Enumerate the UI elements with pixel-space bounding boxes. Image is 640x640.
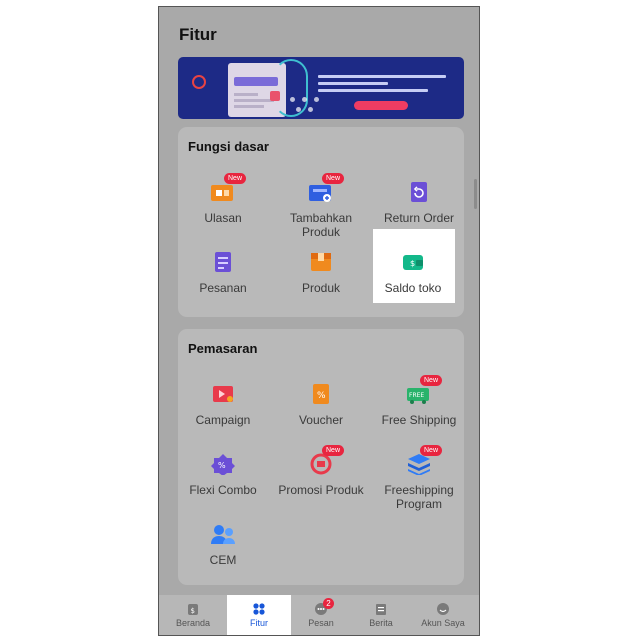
freeshipping-program-icon — [408, 454, 430, 475]
product-box-icon — [311, 253, 331, 271]
new-badge: New — [322, 173, 345, 184]
feature-label: Voucher — [298, 413, 344, 427]
feature-flexi-combo[interactable]: % Flexi Combo — [178, 453, 268, 497]
voucher-icon: % — [313, 384, 329, 404]
feature-saldo-toko[interactable]: $ Saldo toko — [368, 251, 458, 295]
feature-freeshipping-program[interactable]: New Freeshipping Program — [374, 445, 464, 511]
account-icon — [437, 603, 449, 615]
feature-campaign[interactable]: Campaign — [178, 383, 268, 427]
feature-label: Ulasan — [204, 211, 242, 225]
feature-label: Freeshipping Program — [384, 483, 454, 511]
feature-label: Campaign — [195, 413, 251, 427]
phone-screen: Fitur Fungsi dasar — [158, 6, 480, 636]
feature-tambahkan-produk[interactable]: New Tambahkan Produk — [276, 173, 366, 239]
feature-free-shipping[interactable]: FREE New Free Shipping — [374, 375, 464, 427]
free-shipping-icon: FREE — [407, 388, 429, 404]
grid-icon — [253, 603, 265, 615]
feature-ulasan[interactable]: New Ulasan — [178, 173, 268, 225]
banner-logo-icon — [192, 75, 206, 89]
section-title: Pemasaran — [188, 341, 258, 356]
feature-label: Pesanan — [199, 281, 247, 295]
page-title: Fitur — [179, 25, 217, 44]
wallet-icon: $ — [403, 255, 423, 270]
feature-label: Produk — [301, 281, 341, 295]
feature-produk[interactable]: Produk — [276, 251, 366, 295]
nav-beranda[interactable]: $ Beranda — [161, 595, 225, 635]
new-badge: New — [420, 375, 443, 386]
svg-text:$: $ — [410, 259, 415, 268]
nav-label: Beranda — [175, 618, 211, 628]
orders-icon — [215, 252, 231, 272]
feature-label: Promosi Produk — [278, 483, 364, 497]
add-product-icon — [309, 185, 331, 202]
feature-label: Saldo toko — [384, 281, 442, 295]
feature-promosi-produk[interactable]: New Promosi Produk — [276, 445, 366, 497]
feature-label: Free Shipping — [381, 413, 457, 427]
nav-label: Pesan — [308, 618, 334, 628]
nav-akun-saya[interactable]: Akun Saya — [411, 595, 475, 635]
return-order-icon — [411, 182, 427, 202]
product-promotion-icon — [310, 453, 332, 475]
feature-return-order[interactable]: Return Order — [374, 181, 464, 225]
svg-text:%: % — [218, 461, 226, 470]
unread-count-badge: 2 — [323, 598, 334, 609]
svg-text:FREE: FREE — [409, 392, 424, 399]
feature-cem[interactable]: CEM — [178, 523, 268, 567]
nav-label: Akun Saya — [421, 618, 465, 628]
bottom-nav: $ Beranda Fitur — [159, 595, 479, 635]
cem-users-icon — [211, 525, 235, 544]
feature-label: Flexi Combo — [189, 483, 257, 497]
feature-label: CEM — [209, 553, 237, 567]
svg-text:%: % — [317, 391, 326, 401]
section-title: Fungsi dasar — [188, 139, 269, 154]
promo-banner[interactable] — [178, 57, 464, 119]
banner-cta-button[interactable] — [354, 101, 408, 110]
nav-berita[interactable]: Berita — [349, 595, 413, 635]
feature-pesanan[interactable]: Pesanan — [178, 251, 268, 295]
svg-text:$: $ — [191, 607, 195, 615]
nav-fitur[interactable]: Fitur — [227, 595, 291, 635]
section-pemasaran: Pemasaran Campaign % Voucher — [178, 329, 464, 585]
section-fungsi-dasar: Fungsi dasar New Ulasan New — [178, 127, 464, 317]
new-badge: New — [224, 173, 247, 184]
news-icon — [376, 604, 386, 615]
nav-pesan[interactable]: 2 Pesan — [289, 595, 353, 635]
nav-label: Berita — [369, 618, 393, 628]
new-badge: New — [322, 445, 345, 456]
banner-decoration — [274, 59, 308, 117]
review-icon — [211, 185, 233, 201]
nav-label: Fitur — [250, 618, 268, 628]
home-icon: $ — [188, 604, 198, 615]
flexi-combo-icon: % — [211, 454, 235, 475]
campaign-flag-icon — [213, 386, 233, 402]
feature-label: Tambahkan Produk — [289, 211, 353, 239]
feature-label: Return Order — [383, 211, 455, 225]
scrollbar[interactable] — [474, 179, 477, 209]
feature-voucher[interactable]: % Voucher — [276, 383, 366, 427]
new-badge: New — [420, 445, 443, 456]
